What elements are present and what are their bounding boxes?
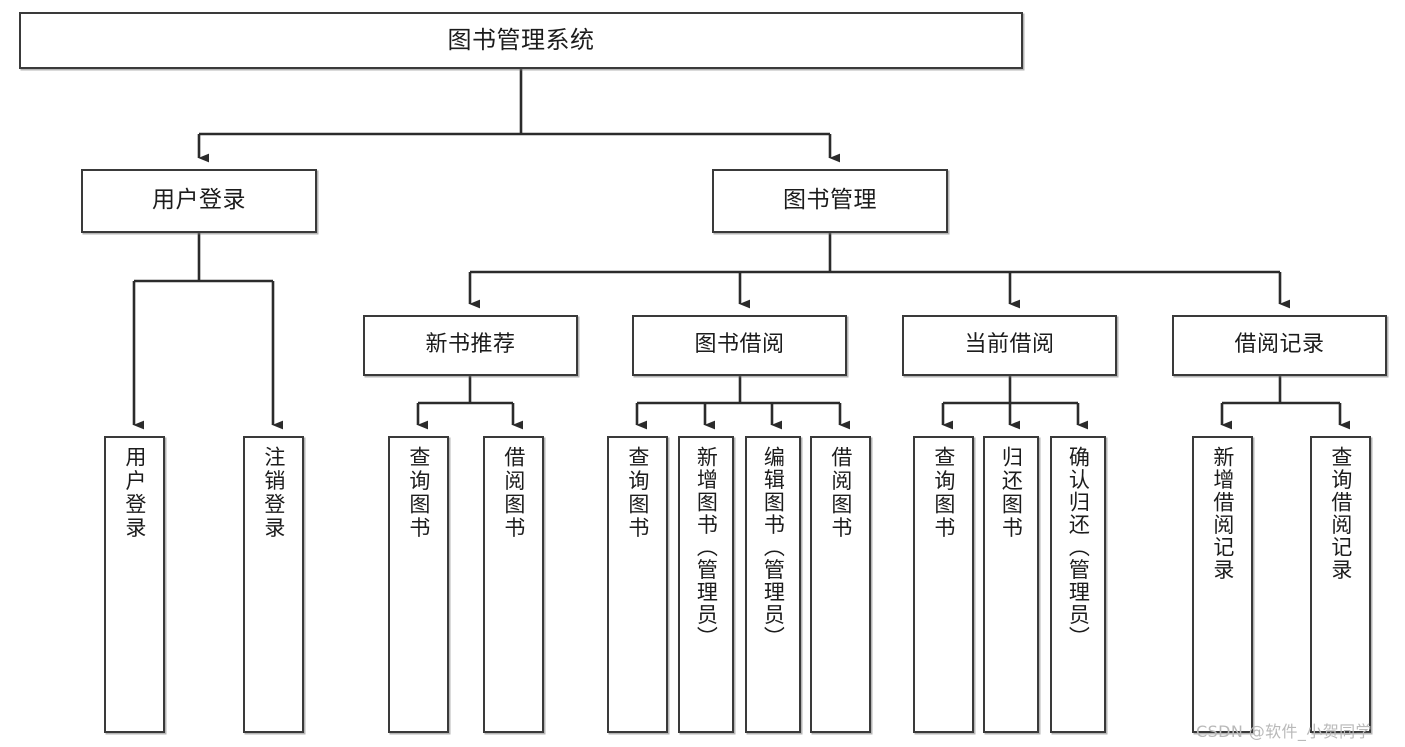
leaf-label: 查询借阅记录 xyxy=(1328,446,1353,581)
leaf-label: 查询图书 xyxy=(625,446,650,540)
leaf-label: 查询图书 xyxy=(931,446,956,540)
node-user-login[interactable]: 用户登录 xyxy=(81,169,317,233)
node-current-borrow[interactable]: 当前借阅 xyxy=(902,315,1117,376)
leaf-user-login-login[interactable]: 用户登录 xyxy=(104,436,165,733)
leaf-borrow-record-add-record[interactable]: 新增借阅记录 xyxy=(1192,436,1253,733)
leaf-current-borrow-return-book[interactable]: 归还图书 xyxy=(983,436,1039,733)
leaf-label: 用户登录 xyxy=(122,446,147,540)
leaf-label: 新增借阅记录 xyxy=(1210,446,1235,581)
node-label: 用户登录 xyxy=(152,187,246,214)
leaf-book-borrow-query-book[interactable]: 查询图书 xyxy=(607,436,668,733)
leaf-label: 编辑图书（管理员） xyxy=(761,446,786,649)
node-label: 图书借阅 xyxy=(694,332,785,358)
leaf-label: 新增图书（管理员） xyxy=(694,446,719,649)
leaf-label: 注销登录 xyxy=(261,446,286,540)
leaf-current-borrow-confirm-return-admin[interactable]: 确认归还（管理员） xyxy=(1050,436,1106,733)
leaf-book-borrow-edit-book-admin[interactable]: 编辑图书（管理员） xyxy=(745,436,801,733)
node-label: 新书推荐 xyxy=(425,332,516,358)
node-book-management[interactable]: 图书管理 xyxy=(712,169,948,233)
leaf-user-login-logout[interactable]: 注销登录 xyxy=(243,436,304,733)
leaf-label: 确认归还（管理员） xyxy=(1066,446,1091,649)
leaf-book-borrow-borrow-book[interactable]: 借阅图书 xyxy=(810,436,871,733)
leaf-book-borrow-add-book-admin[interactable]: 新增图书（管理员） xyxy=(678,436,734,733)
node-label: 图书管理 xyxy=(783,187,877,214)
node-label: 当前借阅 xyxy=(964,332,1055,358)
leaf-new-book-borrow-book[interactable]: 借阅图书 xyxy=(483,436,544,733)
leaf-label: 归还图书 xyxy=(999,446,1024,540)
node-label: 借阅记录 xyxy=(1234,332,1325,358)
node-root-system[interactable]: 图书管理系统 xyxy=(19,12,1023,69)
leaf-label: 借阅图书 xyxy=(828,446,853,540)
leaf-new-book-query-book[interactable]: 查询图书 xyxy=(388,436,449,733)
node-label: 图书管理系统 xyxy=(447,26,595,55)
leaf-borrow-record-query-record[interactable]: 查询借阅记录 xyxy=(1310,436,1371,733)
node-borrow-record[interactable]: 借阅记录 xyxy=(1172,315,1387,376)
leaf-current-borrow-query-book[interactable]: 查询图书 xyxy=(913,436,974,733)
node-new-book-recommend[interactable]: 新书推荐 xyxy=(363,315,578,376)
leaf-label: 借阅图书 xyxy=(501,446,526,540)
node-book-borrow[interactable]: 图书借阅 xyxy=(632,315,847,376)
leaf-label: 查询图书 xyxy=(406,446,431,540)
